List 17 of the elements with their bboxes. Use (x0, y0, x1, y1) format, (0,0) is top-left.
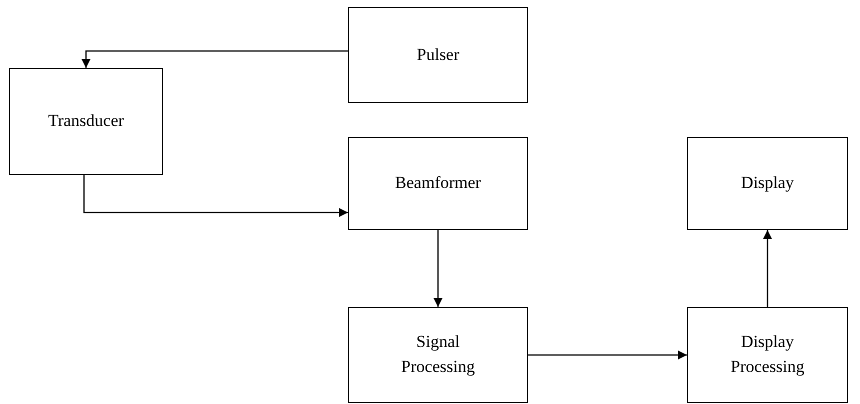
box-label: Display (741, 172, 794, 194)
process-box (348, 307, 528, 403)
process-box (9, 68, 163, 175)
arrow (528, 350, 687, 360)
box-label: Pulser (416, 44, 460, 66)
process-box (348, 137, 528, 230)
box-label: Signal Processing (400, 331, 476, 378)
process-box (687, 137, 848, 230)
arrow (763, 230, 772, 307)
box-label: Display Processing (730, 331, 806, 378)
box-label: Beamformer (395, 172, 481, 194)
box-label: Transducer (48, 110, 124, 132)
process-box (687, 307, 848, 403)
arrow (82, 50, 348, 68)
process-box (348, 7, 528, 103)
arrow (434, 230, 442, 307)
arrow (83, 175, 348, 217)
